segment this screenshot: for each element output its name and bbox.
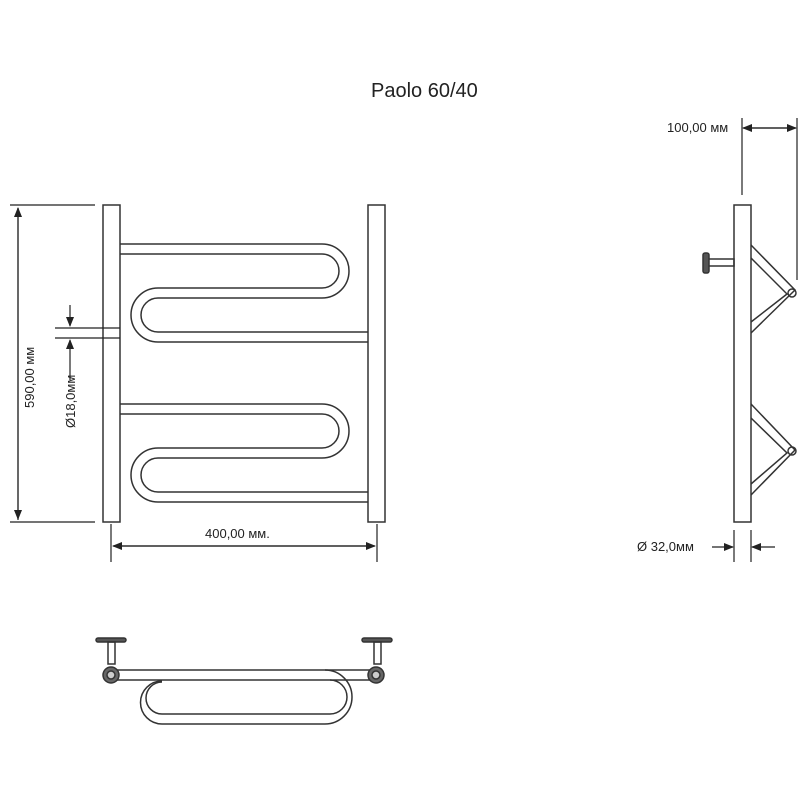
width-dimension-label: 400,00 мм. bbox=[205, 526, 270, 541]
top-left-mount bbox=[95, 637, 127, 684]
side-dimensions bbox=[712, 118, 798, 562]
right-upright bbox=[367, 204, 386, 523]
drawing-title: Paolo 60/40 bbox=[371, 80, 478, 102]
left-upright bbox=[102, 204, 121, 523]
front-dimensions bbox=[10, 204, 378, 562]
wall-mount-bracket bbox=[702, 252, 735, 274]
upper-serpentine-tube bbox=[120, 243, 368, 343]
top-right-mount bbox=[361, 637, 393, 684]
depth-dimension-label: 100,00 мм bbox=[667, 120, 729, 135]
side-upright bbox=[733, 204, 752, 523]
side-view bbox=[702, 204, 797, 523]
front-view bbox=[102, 204, 386, 523]
top-view bbox=[95, 637, 393, 725]
tube-diameter-label: Ø18,0мм bbox=[63, 374, 78, 428]
lower-serpentine-tube bbox=[120, 403, 368, 503]
upright-diameter-label: Ø 32,0мм bbox=[637, 539, 694, 554]
height-dimension-label: 590,00 мм bbox=[22, 346, 37, 408]
